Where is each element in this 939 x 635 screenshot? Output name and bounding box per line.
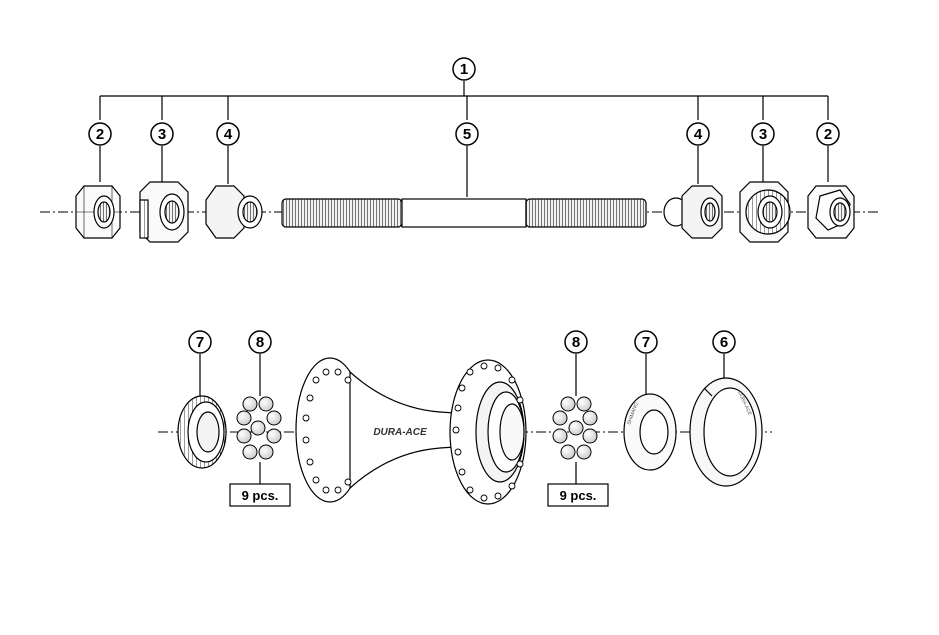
dust-cap-left	[177, 395, 227, 469]
right-flange-spoke-holes	[452, 362, 524, 502]
svg-text:9 pcs.: 9 pcs.	[242, 488, 279, 503]
callout-2-right: 2	[816, 122, 840, 146]
svg-text:7: 7	[196, 334, 204, 351]
svg-text:3: 3	[759, 126, 767, 143]
svg-text:3: 3	[158, 126, 166, 143]
svg-text:1: 1	[460, 61, 468, 78]
hub-shell: DURA-ACE	[295, 357, 527, 505]
callout-1-bracket	[99, 81, 829, 197]
callout-7-right: 7	[634, 330, 658, 354]
callout-4-left: 4	[216, 122, 240, 146]
bearing-balls-left	[236, 396, 282, 460]
svg-text:4: 4	[694, 126, 703, 143]
callout-8-left: 8	[248, 330, 272, 354]
axle-nut-right	[807, 185, 855, 239]
callout-5: 5	[455, 122, 479, 146]
hub-axle	[281, 198, 647, 228]
callout-4-right: 4	[686, 122, 710, 146]
left-flange-spoke-holes	[302, 368, 352, 494]
callout-3-right: 3	[751, 122, 775, 146]
ball-quantity-label-left: 9 pcs.	[229, 483, 291, 507]
callout-1: 1	[452, 57, 476, 81]
callout-2-left: 2	[88, 122, 112, 146]
lower-leaders	[199, 354, 725, 484]
axle-assembly: 1 2 3 4 5 4 3 2	[40, 57, 880, 243]
callout-8-right: 8	[564, 330, 588, 354]
callout-7-left: 7	[188, 330, 212, 354]
cone-right	[663, 185, 723, 239]
cone-left	[205, 185, 263, 239]
hub-brand-label: DURA-ACE	[373, 427, 427, 438]
callout-3-left: 3	[150, 122, 174, 146]
svg-text:5: 5	[463, 126, 471, 143]
svg-text:9 pcs.: 9 pcs.	[560, 488, 597, 503]
svg-text:2: 2	[824, 126, 832, 143]
svg-text:7: 7	[642, 334, 650, 351]
svg-text:8: 8	[256, 334, 264, 351]
callout-6: 6	[712, 330, 736, 354]
lock-ring: DURA-ACE	[689, 377, 763, 487]
dust-cap-right: SHIMANO	[623, 393, 677, 471]
svg-text:4: 4	[224, 126, 233, 143]
ball-quantity-label-right: 9 pcs.	[547, 483, 609, 507]
axle-nut-left	[75, 185, 121, 239]
hub-body-assembly: 7 8 8 7 6 9 pcs. 9 pcs.	[158, 330, 772, 507]
bearing-balls-right	[552, 396, 598, 460]
lock-washer-right	[739, 181, 791, 243]
svg-text:2: 2	[96, 126, 104, 143]
lock-washer-left	[139, 181, 189, 243]
svg-text:6: 6	[720, 334, 728, 351]
svg-text:8: 8	[572, 334, 580, 351]
